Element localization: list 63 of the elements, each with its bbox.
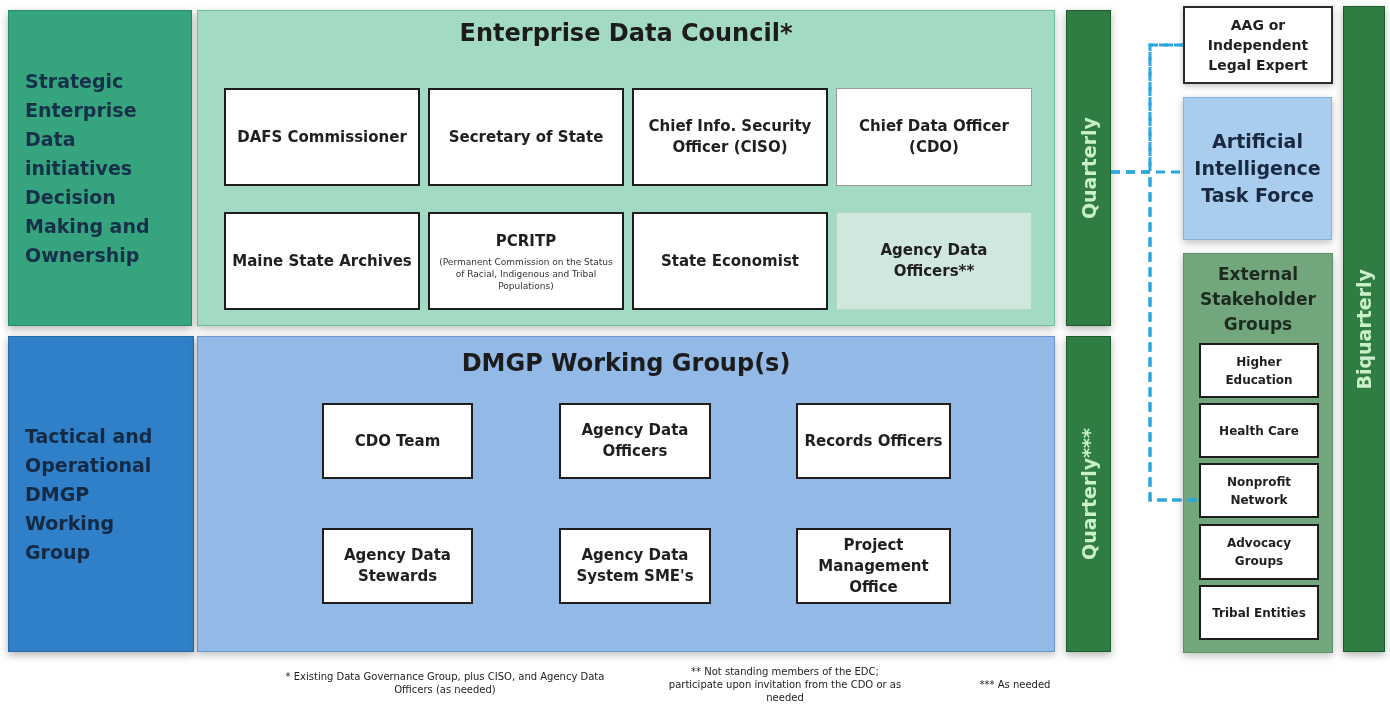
member-box — [224, 88, 420, 186]
member-name: Secretary of State — [447, 126, 605, 148]
tier-label-panel — [8, 336, 194, 652]
member-box — [559, 528, 711, 604]
member-name: DAFS Commissioner — [236, 126, 408, 148]
frequency-label: Quarterly — [1076, 116, 1101, 220]
member-name: State Economist — [660, 250, 800, 272]
frequency-bar — [1343, 6, 1385, 652]
member-name: PCRITP — [494, 230, 558, 252]
stakeholder-name: Higher Education — [1224, 353, 1294, 389]
frequency-bar — [1066, 336, 1111, 652]
advisor-box — [1183, 6, 1333, 84]
member-box — [428, 212, 624, 310]
member-box — [632, 88, 828, 186]
tier-title: Tactical and Operational DMGP Working Group — [24, 423, 154, 565]
footnote: * Existing Data Governance Group, plus CISO, and Agency Data Officers (as needed) — [285, 670, 605, 696]
task-force-box — [1183, 97, 1332, 240]
member-name: Records Officers — [803, 430, 944, 452]
member-box — [428, 88, 624, 186]
footnote: ** Not standing members of the EDC; participate upon invitation from the CDO or as needed — [667, 665, 903, 704]
member-box — [224, 212, 420, 310]
stakeholder-name: Health Care — [1218, 422, 1300, 440]
member-name: Agency Data Officers — [580, 420, 690, 462]
stakeholder-box — [1199, 524, 1319, 580]
member-box — [796, 528, 951, 604]
member-name: Chief Data Officer (CDO) — [858, 116, 1010, 158]
stakeholder-box — [1199, 463, 1319, 518]
member-name: Project Management Office — [817, 534, 930, 598]
working-group-panel — [197, 336, 1055, 652]
tier-title: Strategic Enterprise Data initiatives Decision Making and Ownership — [24, 68, 151, 268]
footnote: *** As needed — [978, 678, 1052, 691]
member-name: Agency Data Stewards — [343, 545, 452, 587]
advisor-name: AAG or Independent Legal Expert — [1206, 16, 1310, 75]
member-name: Chief Info. Security Officer (CISO) — [647, 116, 813, 158]
member-box — [322, 528, 473, 604]
dashed-connector — [1111, 170, 1199, 502]
group-title: External Stakeholder Groups — [1199, 263, 1317, 336]
task-force-name: Artificial Intelligence Task Force — [1193, 129, 1322, 208]
stakeholder-box — [1199, 403, 1319, 458]
panel-title: Enterprise Data Council* — [458, 19, 794, 47]
stakeholder-name: Tribal Entities — [1211, 604, 1307, 622]
stakeholder-box — [1199, 585, 1319, 640]
member-box — [796, 403, 951, 479]
member-name: Agency Data System SME's — [575, 545, 695, 587]
member-box — [836, 88, 1032, 186]
member-name: Maine State Archives — [231, 250, 413, 272]
stakeholder-name: Nonprofit Network — [1225, 473, 1293, 509]
panel-title: DMGP Working Group(s) — [460, 349, 792, 377]
member-box — [322, 403, 473, 479]
member-box — [632, 212, 828, 310]
member-name: CDO Team — [353, 430, 442, 452]
tier-label-panel — [8, 10, 192, 326]
member-name: Agency Data Officers** — [879, 240, 989, 282]
council-panel — [197, 10, 1055, 326]
stakeholder-name: Advocacy Groups — [1225, 535, 1293, 570]
frequency-label: Biquarterly — [1352, 268, 1376, 390]
member-box — [559, 403, 711, 479]
member-box — [836, 212, 1032, 310]
stakeholder-panel — [1183, 253, 1333, 653]
stakeholder-box — [1199, 343, 1319, 398]
frequency-bar — [1066, 10, 1111, 326]
member-description: (Permanent Commission on the Status of Racial, Indigenous and Tribal Populations) — [438, 255, 614, 292]
frequency-label: Quarterly*** — [1076, 428, 1101, 560]
